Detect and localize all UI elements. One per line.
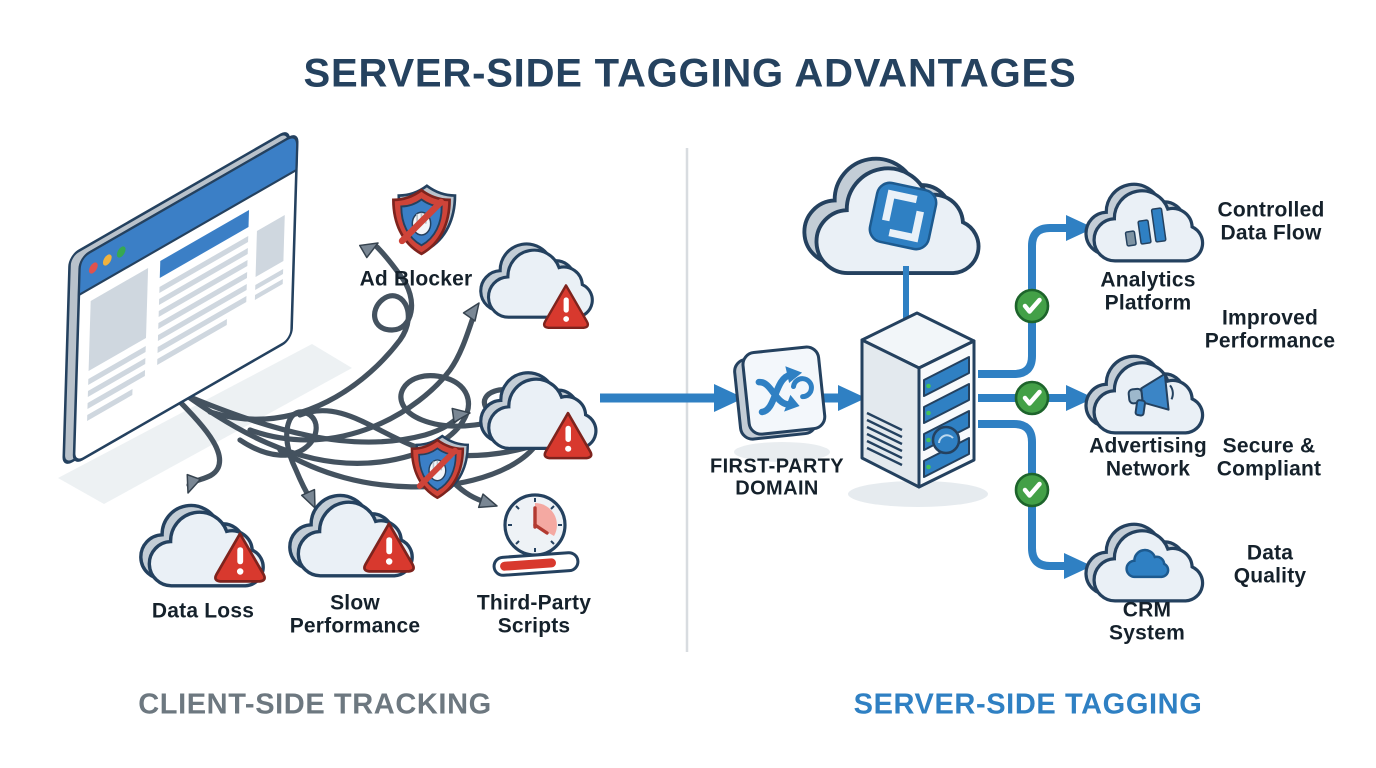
wire-arrowheads bbox=[186, 242, 498, 509]
tag-manager-cloud-icon bbox=[802, 156, 981, 276]
third-party-scripts-label: Third-Party Scripts bbox=[476, 591, 592, 637]
browser-shadow bbox=[58, 344, 352, 504]
browser-window-icon bbox=[62, 132, 299, 464]
data-loss-cloud bbox=[139, 503, 266, 588]
slow-performance-label: Slow Performance bbox=[289, 591, 421, 637]
warning-cloud-1 bbox=[479, 242, 594, 330]
check-icon-3 bbox=[1016, 474, 1048, 506]
slow-performance-cloud bbox=[288, 493, 415, 578]
server-side-section-label: SERVER-SIDE TAGGING bbox=[853, 688, 1203, 721]
loading-bar-icon bbox=[492, 551, 580, 577]
slow-clock-icon bbox=[503, 493, 567, 557]
crm-system-label: CRM System bbox=[1109, 598, 1185, 644]
advertising-network-cloud bbox=[1084, 354, 1205, 435]
benefit-controlled-data-flow: Controlled Data Flow bbox=[1217, 198, 1325, 244]
first-party-domain-label: FIRST-PARTY DOMAIN bbox=[709, 455, 845, 499]
server-tower-icon bbox=[848, 311, 988, 507]
benefit-secure-compliant: Secure & Compliant bbox=[1216, 434, 1322, 480]
client-side-section-label: CLIENT-SIDE TRACKING bbox=[138, 688, 492, 721]
crm-system-cloud bbox=[1084, 522, 1205, 603]
output-arrowheads bbox=[1064, 215, 1094, 579]
megaphone-icon bbox=[1127, 372, 1174, 417]
routing-switch-icon bbox=[733, 345, 830, 462]
flow-arrow-right bbox=[820, 385, 866, 411]
benefit-data-quality: Data Quality bbox=[1233, 541, 1307, 587]
advertising-network-label: Advertising Network bbox=[1089, 434, 1207, 480]
bar-chart-icon bbox=[1124, 207, 1167, 247]
tangled-wires bbox=[147, 244, 583, 506]
page-title: SERVER-SIDE TAGGING ADVANTAGES bbox=[303, 51, 1077, 96]
ad-blocker-label: Ad Blocker bbox=[359, 267, 473, 291]
flow-arrow-left bbox=[600, 384, 744, 412]
warning-cloud-2 bbox=[479, 371, 598, 460]
check-icon-1 bbox=[1016, 290, 1048, 322]
ad-blocker-shield-icon bbox=[393, 186, 455, 254]
check-icon-2 bbox=[1016, 382, 1048, 414]
data-loss-label: Data Loss bbox=[151, 599, 255, 623]
analytics-platform-label: Analytics Platform bbox=[1100, 268, 1196, 314]
analytics-platform-cloud bbox=[1084, 182, 1205, 263]
benefit-improved-performance: Improved Performance bbox=[1204, 306, 1336, 352]
